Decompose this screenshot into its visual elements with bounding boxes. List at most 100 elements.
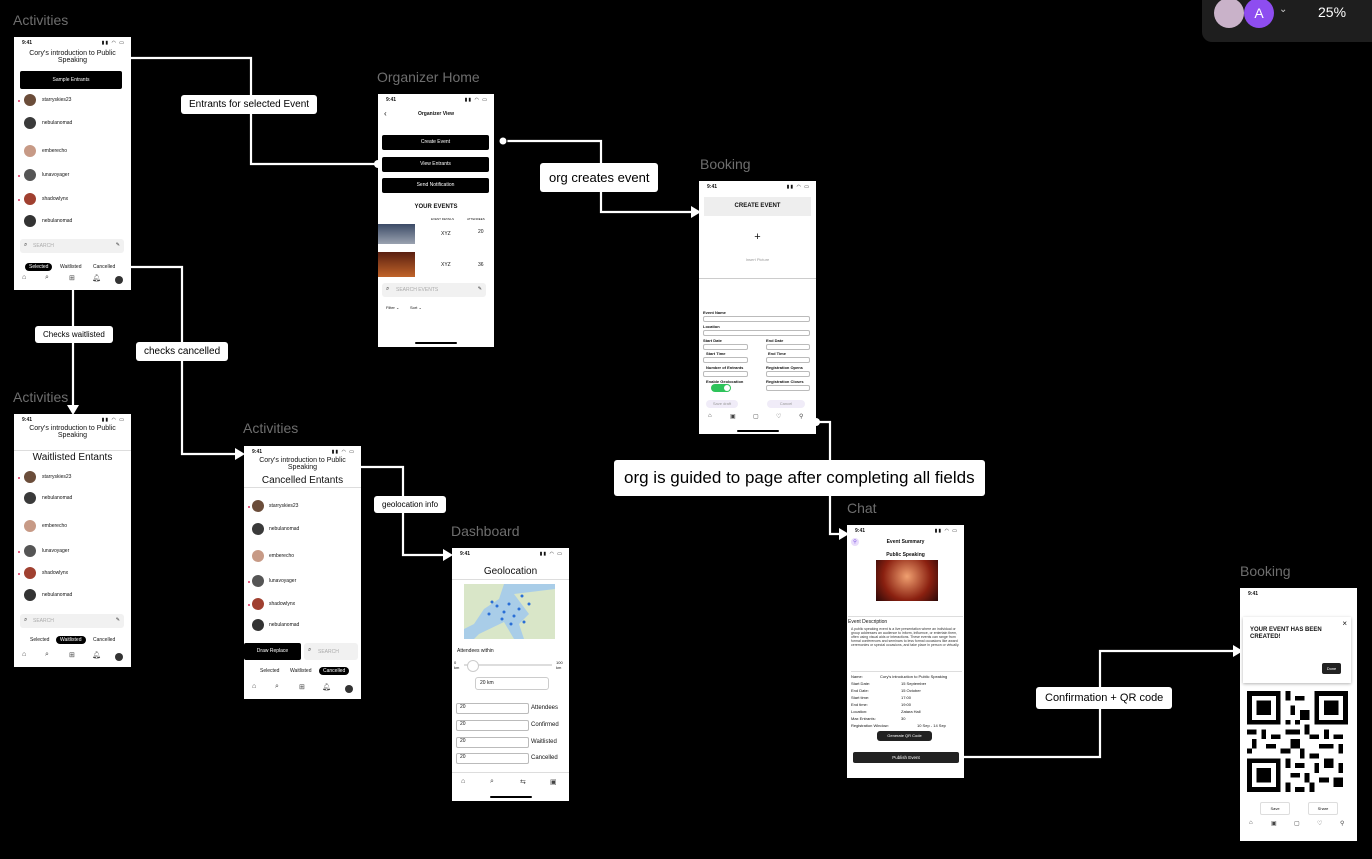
close-icon[interactable]: × — [1342, 619, 1347, 628]
status-time: 9:41 — [855, 528, 866, 534]
screen-event-summary: 9:41 ▮▮ ◠ ▭ ⚲ Event Summary Public Speak… — [847, 525, 964, 778]
tab-waitlisted[interactable]: Waitlisted — [60, 264, 82, 270]
plus-icon: + — [754, 231, 761, 243]
user-avatar[interactable]: A — [1244, 0, 1274, 28]
calendar-icon[interactable]: ▣ — [1271, 821, 1277, 827]
draw-replace-button[interactable]: Draw Replace — [244, 643, 301, 660]
search-events-input[interactable]: ⌕ SEARCH EVENTS ✎ — [382, 283, 486, 297]
reg-closes-field[interactable] — [766, 385, 810, 391]
search-icon: ⌕ — [308, 647, 312, 653]
search-icon[interactable]: ⌕ — [275, 683, 279, 690]
tab-waitlisted[interactable]: Waitlisted — [290, 668, 312, 674]
tab-cancelled[interactable]: Cancelled — [93, 637, 116, 643]
tab-cancelled[interactable]: Cancelled — [319, 667, 350, 675]
event-name-field[interactable] — [703, 316, 810, 322]
share-button[interactable]: Share — [1308, 802, 1338, 815]
end-time-field[interactable] — [766, 357, 810, 363]
collaborator-avatar[interactable] — [1214, 0, 1244, 28]
profile-avatar[interactable] — [115, 653, 123, 661]
avatar — [24, 471, 36, 483]
home-icon[interactable]: ⌂ — [22, 274, 27, 281]
detail-value: 15 September — [901, 681, 927, 686]
enable-geo-label: Enable Geolocation — [706, 379, 744, 384]
search-icon[interactable]: ⌕ — [45, 274, 49, 281]
sort-dropdown[interactable]: Sort ⌄ — [410, 305, 422, 310]
swap-icon[interactable]: ⇆ — [520, 779, 526, 786]
briefcase-icon[interactable]: ▢ — [753, 414, 759, 420]
bell-icon[interactable]: 🔔︎ — [322, 684, 331, 691]
heart-icon[interactable]: ♡ — [776, 414, 782, 420]
user-icon[interactable]: ⚲ — [851, 538, 859, 546]
screen-geolocation: 9:41 ▮▮ ◠ ▭ Geolocation Attendees within… — [452, 548, 569, 801]
calendar-icon[interactable]: ▣ — [730, 414, 736, 420]
profile-avatar[interactable] — [115, 276, 123, 284]
frame-title-chat: Chat — [847, 500, 877, 516]
avatar — [24, 117, 36, 129]
search-input[interactable]: ⌕ SEARCH ✎ — [20, 239, 124, 253]
attendee-map[interactable] — [464, 584, 555, 639]
add-icon[interactable]: ⊞ — [69, 275, 75, 282]
generate-qr-button[interactable]: Generate QR Code — [877, 731, 932, 741]
stat-label: Confirmed — [531, 722, 559, 728]
publish-event-button[interactable]: Publish Event — [853, 752, 959, 763]
search-input[interactable]: ⌕ SEARCH — [304, 643, 358, 660]
num-entrants-field[interactable] — [703, 371, 748, 377]
tab-selected[interactable]: Selected — [25, 263, 53, 271]
save-draft-button[interactable]: Save draft — [706, 400, 738, 408]
location-field[interactable] — [703, 330, 810, 336]
end-date-field[interactable] — [766, 344, 810, 350]
entrant-name: shadowlynx — [269, 601, 296, 607]
event-row[interactable]: XYZ 20 — [378, 224, 494, 244]
slider-handle[interactable] — [467, 660, 479, 672]
briefcase-icon[interactable]: ▢ — [1294, 821, 1300, 827]
geolocation-toggle[interactable] — [711, 384, 731, 392]
home-icon[interactable]: ⌂ — [708, 413, 712, 419]
profile-icon[interactable]: ⚲ — [1340, 821, 1345, 827]
insert-picture-area[interactable]: + Insert Picture — [699, 219, 816, 277]
heart-icon[interactable]: ♡ — [1317, 821, 1323, 827]
profile-avatar[interactable] — [345, 685, 353, 693]
sample-entrants-button[interactable]: Sample Entrants — [20, 71, 122, 89]
bell-icon[interactable]: 🔔︎ — [92, 652, 101, 659]
view-entrants-button[interactable]: View Entrants — [382, 157, 489, 172]
home-icon[interactable]: ⌂ — [461, 778, 466, 785]
screen-activities-cancelled: 9:41 ▮▮ ◠ ▭ Cory's introduction to Publi… — [244, 446, 361, 699]
search-icon[interactable]: ⌕ — [490, 778, 494, 785]
entrant-name: emberecho — [42, 523, 68, 529]
reg-opens-field[interactable] — [766, 371, 810, 377]
bell-icon[interactable]: 🔔︎ — [92, 275, 101, 282]
tab-cancelled[interactable]: Cancelled — [93, 264, 116, 270]
back-icon[interactable]: ‹ — [384, 109, 387, 118]
home-icon[interactable]: ⌂ — [252, 683, 257, 690]
add-icon[interactable]: ⊞ — [299, 684, 305, 691]
profile-icon[interactable]: ⚲ — [799, 414, 804, 420]
zoom-level[interactable]: 25% — [1318, 4, 1347, 20]
tab-selected[interactable]: Selected — [260, 668, 280, 674]
tab-selected[interactable]: Selected — [30, 637, 50, 643]
save-button[interactable]: Save — [1260, 802, 1290, 815]
cancel-button[interactable]: Cancel — [767, 400, 805, 408]
add-icon[interactable]: ⊞ — [69, 652, 75, 659]
event-row[interactable]: XYZ 36 — [378, 252, 494, 277]
detail-key: Start Date: — [851, 681, 871, 686]
avatar — [252, 619, 264, 631]
filter-dropdown[interactable]: Filter ⌄ — [386, 305, 400, 310]
status-time: 9:41 — [460, 551, 471, 557]
search-icon[interactable]: ⌕ — [45, 651, 49, 658]
start-date-field[interactable] — [703, 344, 748, 350]
label-checks-waitlisted: Checks waitlisted — [35, 326, 113, 343]
home-icon[interactable]: ⌂ — [1249, 820, 1253, 826]
entrant-name: nebulanomad — [42, 120, 73, 126]
tab-waitlisted[interactable]: Waitlisted — [56, 636, 86, 644]
search-input[interactable]: ⌕ SEARCH ✎ — [20, 614, 124, 628]
done-button[interactable]: Done — [1322, 663, 1341, 674]
create-event-button[interactable]: Create Event — [382, 135, 489, 150]
chevron-down-icon[interactable]: ⌄ — [1279, 4, 1288, 15]
home-icon[interactable]: ⌂ — [22, 651, 27, 658]
calendar-icon[interactable]: ▣ — [550, 779, 557, 786]
radius-slider[interactable] — [464, 660, 552, 672]
radius-input[interactable]: 20 km — [475, 677, 549, 690]
send-notification-button[interactable]: Send Notification — [382, 178, 489, 193]
start-time-field[interactable] — [703, 357, 748, 363]
event-name-label: Event Name — [703, 310, 726, 315]
